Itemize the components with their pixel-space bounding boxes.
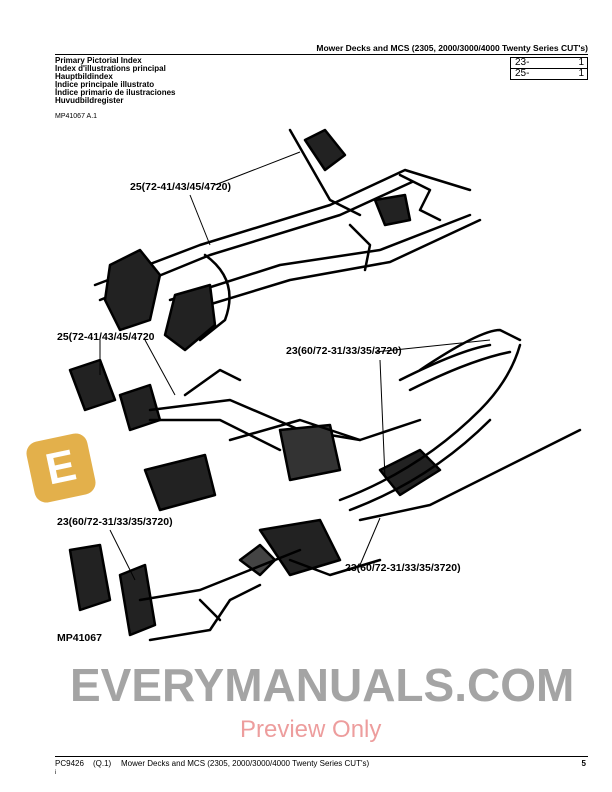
reference-row[interactable]: 25- 1 (511, 68, 587, 79)
index-title: Índice primario de ilustraciones (55, 88, 176, 97)
footer-title: Mower Decks and MCS (2305, 2000/3000/400… (121, 759, 370, 768)
leader-line (214, 151, 301, 186)
linkage-rod (93, 168, 472, 287)
header-title: Mower Decks and MCS (2305, 2000/3000/400… (316, 43, 588, 53)
page-number: 5 (581, 759, 586, 768)
reference-box: 23- 1 25- 1 (510, 57, 588, 80)
watermark-logo: E (24, 431, 98, 505)
ref-group: 25- (515, 68, 530, 79)
callout-label[interactable]: 23(60/72-31/33/35/3720) (57, 516, 173, 528)
header-rule (55, 54, 588, 55)
reference-row[interactable]: 23- 1 (511, 58, 587, 68)
footer-rule (55, 756, 588, 757)
leader-line (109, 529, 136, 581)
leader-line (359, 517, 381, 566)
footer-revision: (Q.1) (93, 759, 112, 768)
leader-line (144, 339, 176, 396)
ref-page: 1 (578, 57, 584, 68)
watermark-text: EVERYMANUALS.COM (70, 659, 575, 711)
ref-group: 23- (515, 57, 530, 68)
preview-overlay: Preview Only (240, 716, 382, 743)
ref-page: 1 (578, 68, 584, 79)
callout-label[interactable]: 23(60/72-31/33/35/3720) (286, 345, 402, 357)
index-title: Indice principale illustrato (55, 80, 155, 89)
figure-reference: MP41067 A.1 (55, 113, 98, 120)
index-title: Index d'illustrations principal (55, 64, 166, 73)
index-title: Primary Pictorial Index (55, 56, 142, 65)
index-title: Huvudbildregister (55, 96, 124, 105)
figure-id: MP41067 (57, 632, 102, 644)
callout-label[interactable]: 25(72-41/43/45/4720 (57, 331, 155, 343)
leader-line (374, 339, 491, 353)
footer-doc-id: PC9426 (55, 759, 84, 768)
callout-label[interactable]: 25(72-41/43/45/4720) (130, 181, 231, 193)
leader-line (189, 194, 211, 246)
leader-line (379, 359, 386, 479)
footer-sub: i (55, 770, 57, 776)
callout-label[interactable]: 23(60/72-31/33/35/3720) (345, 562, 461, 574)
index-title-list: Primary Pictorial Index Index d'illustra… (55, 57, 175, 105)
index-title: Hauptbildindex (55, 72, 113, 81)
